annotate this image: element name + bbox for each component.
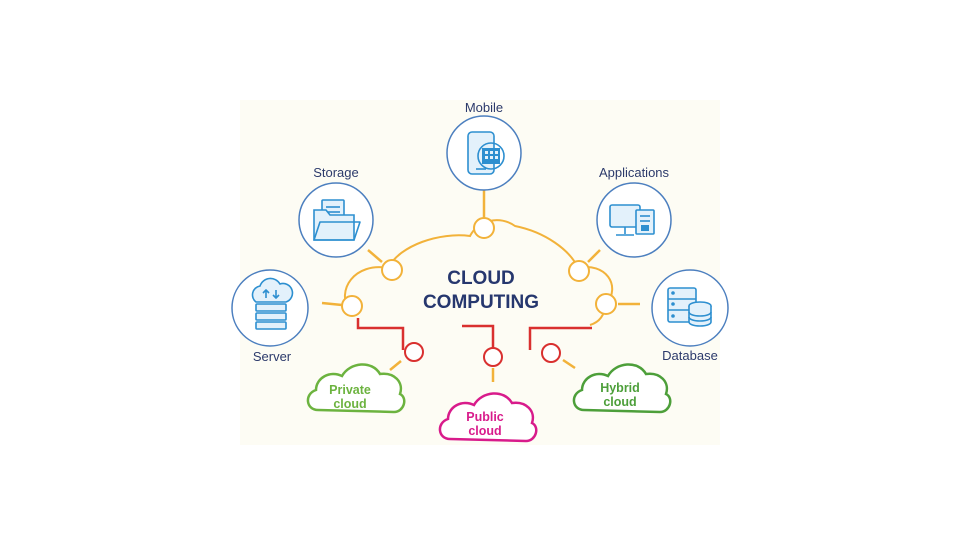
junction-public (483, 347, 503, 367)
title-line-1: CLOUD (447, 268, 515, 289)
mobile-icon (467, 131, 505, 175)
red-connector-hybrid (528, 326, 592, 350)
hybrid-cloud-line-1: Hybrid (600, 381, 640, 395)
hybrid-cloud-shape (572, 363, 672, 414)
private-cloud-line-1: Private (329, 383, 371, 397)
connector-server (321, 301, 343, 307)
node-database: Database (651, 269, 729, 363)
junction-storage (381, 259, 403, 281)
server-icon (251, 277, 294, 330)
junction-server (341, 295, 363, 317)
title-line-2: COMPUTING (423, 292, 539, 313)
tick-hybrid (562, 358, 576, 370)
junction-hybrid (541, 343, 561, 363)
label-storage: Storage (313, 165, 359, 180)
junction-private (404, 342, 424, 362)
node-storage: Storage (298, 165, 374, 258)
junction-mobile (473, 217, 495, 239)
node-server: Server (231, 269, 309, 364)
applications-icon (609, 204, 655, 236)
public-cloud-line-2: cloud (468, 424, 501, 438)
connector-applications (587, 249, 601, 263)
hybrid-cloud: Hybrid cloud (572, 363, 672, 414)
folder-icon (313, 199, 361, 241)
red-connector-public (462, 324, 495, 348)
junction-database (595, 293, 617, 315)
label-database: Database (662, 348, 718, 363)
label-server: Server (253, 349, 292, 364)
label-applications: Applications (599, 165, 670, 180)
label-mobile: Mobile (465, 100, 503, 115)
public-cloud: Public cloud (438, 392, 538, 443)
public-cloud-shape (438, 392, 538, 443)
node-applications: Applications (596, 165, 672, 258)
private-cloud-shape (306, 363, 406, 414)
tick-private (389, 360, 402, 371)
junction-applications (568, 260, 590, 282)
node-mobile: Mobile (446, 100, 522, 191)
red-connector-private (356, 318, 405, 350)
private-cloud: Private cloud (306, 363, 406, 414)
hybrid-cloud-line-2: cloud (603, 395, 636, 409)
connector-storage (367, 249, 383, 263)
public-cloud-line-1: Public (466, 410, 504, 424)
private-cloud-line-2: cloud (333, 397, 366, 411)
database-icon (667, 287, 712, 327)
